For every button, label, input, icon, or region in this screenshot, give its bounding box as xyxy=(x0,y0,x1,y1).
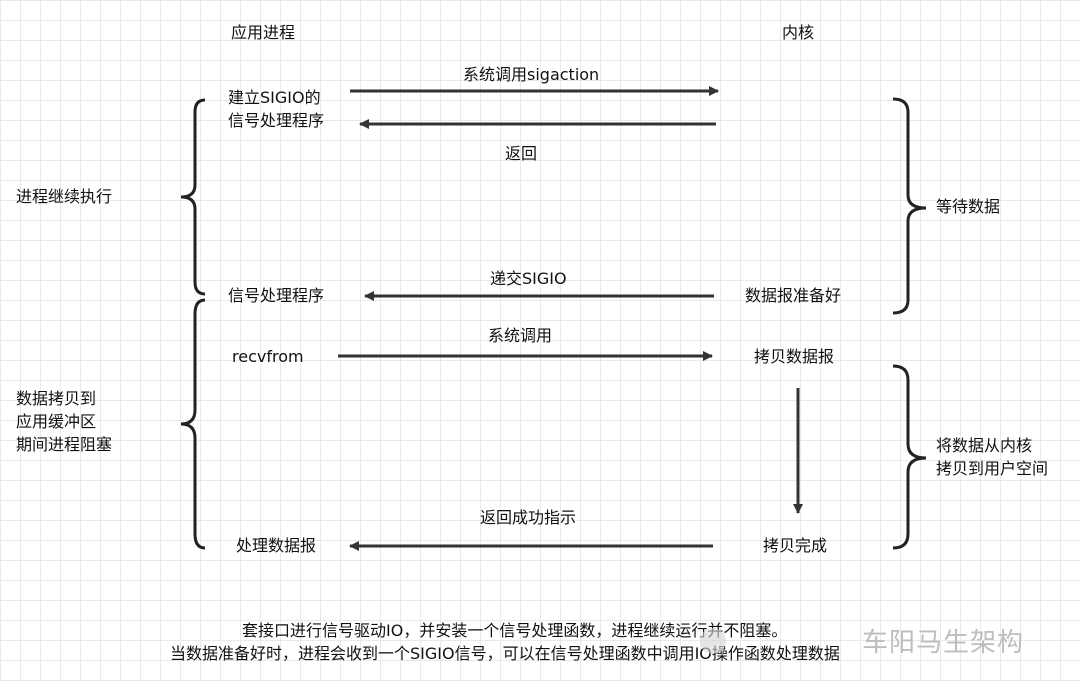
brace-right-wait xyxy=(892,97,927,315)
header-app-process: 应用进程 xyxy=(231,23,296,42)
label-recvfrom: recvfrom xyxy=(232,347,304,366)
brace-left-continue xyxy=(180,98,206,296)
label-copy-kernel-line1: 将数据从内核 xyxy=(936,436,1033,455)
header-kernel: 内核 xyxy=(782,23,815,42)
label-blocked-line3: 期间进程阻塞 xyxy=(16,435,113,454)
label-process-continues: 进程继续执行 xyxy=(16,187,113,206)
label-return: 返回 xyxy=(505,144,538,163)
label-blocked-line2: 应用缓冲区 xyxy=(16,412,97,431)
caption-line2: 当数据准备好时，进程会收到一个SIGIO信号，可以在信号处理函数中调用IO操作函… xyxy=(170,644,840,663)
label-datagram-ready: 数据报准备好 xyxy=(745,286,842,305)
label-signal-handler: 信号处理程序 xyxy=(228,286,325,305)
caption-line1: 套接口进行信号驱动IO，并安装一个信号处理函数，进程继续运行并不阻塞。 xyxy=(242,621,788,640)
label-setup-line2: 信号处理程序 xyxy=(228,111,325,130)
label-setup-line1: 建立SIGIO的 xyxy=(228,88,321,107)
label-syscall: 系统调用 xyxy=(488,326,553,345)
label-wait-data: 等待数据 xyxy=(936,197,1001,216)
label-copy-kernel-line2: 拷贝到用户空间 xyxy=(936,459,1049,478)
label-copy-done: 拷贝完成 xyxy=(763,536,828,555)
label-copy-datagram: 拷贝数据报 xyxy=(754,347,835,366)
label-blocked-line1: 数据拷贝到 xyxy=(16,389,97,408)
brace-right-copy xyxy=(892,364,927,550)
label-deliver-sigio: 递交SIGIO xyxy=(490,269,567,288)
watermark-icon xyxy=(700,628,726,654)
watermark-text: 车阳马生架构 xyxy=(862,628,1025,658)
brace-left-blocked xyxy=(180,298,206,550)
label-syscall-sigaction: 系统调用sigaction xyxy=(463,65,600,84)
label-process-datagram: 处理数据报 xyxy=(236,536,317,555)
label-return-success: 返回成功指示 xyxy=(480,508,577,527)
